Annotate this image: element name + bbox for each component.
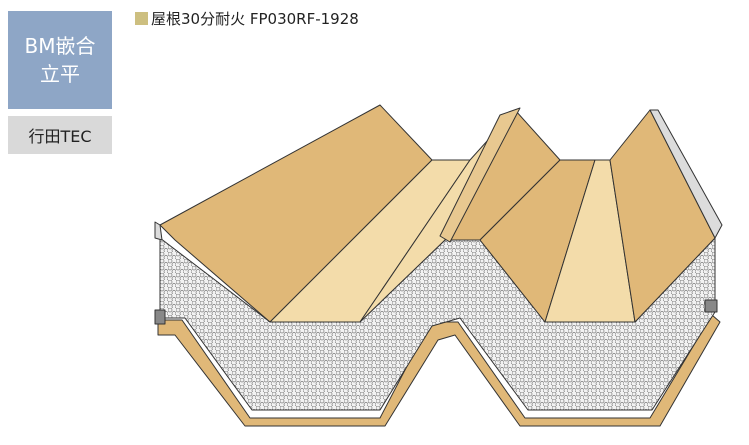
legend-swatch: [135, 12, 148, 25]
center-seam: [439, 107, 521, 243]
left-seam-cap: [154, 221, 163, 241]
product-name-badge: BM嵌合立平: [8, 11, 112, 109]
left-clip: [154, 309, 166, 325]
right-clip: [704, 299, 718, 313]
bottom-skin: [157, 314, 721, 427]
product-name-text: BM嵌合立平: [24, 34, 96, 86]
right-seam-cap: [649, 109, 723, 239]
maker-badge: 行田TEC: [8, 116, 112, 154]
legend-text: 屋根30分耐火 FP030RF-1928: [151, 10, 359, 28]
maker-name-text: 行田TEC: [28, 127, 92, 146]
legend: 屋根30分耐火 FP030RF-1928: [135, 8, 359, 29]
